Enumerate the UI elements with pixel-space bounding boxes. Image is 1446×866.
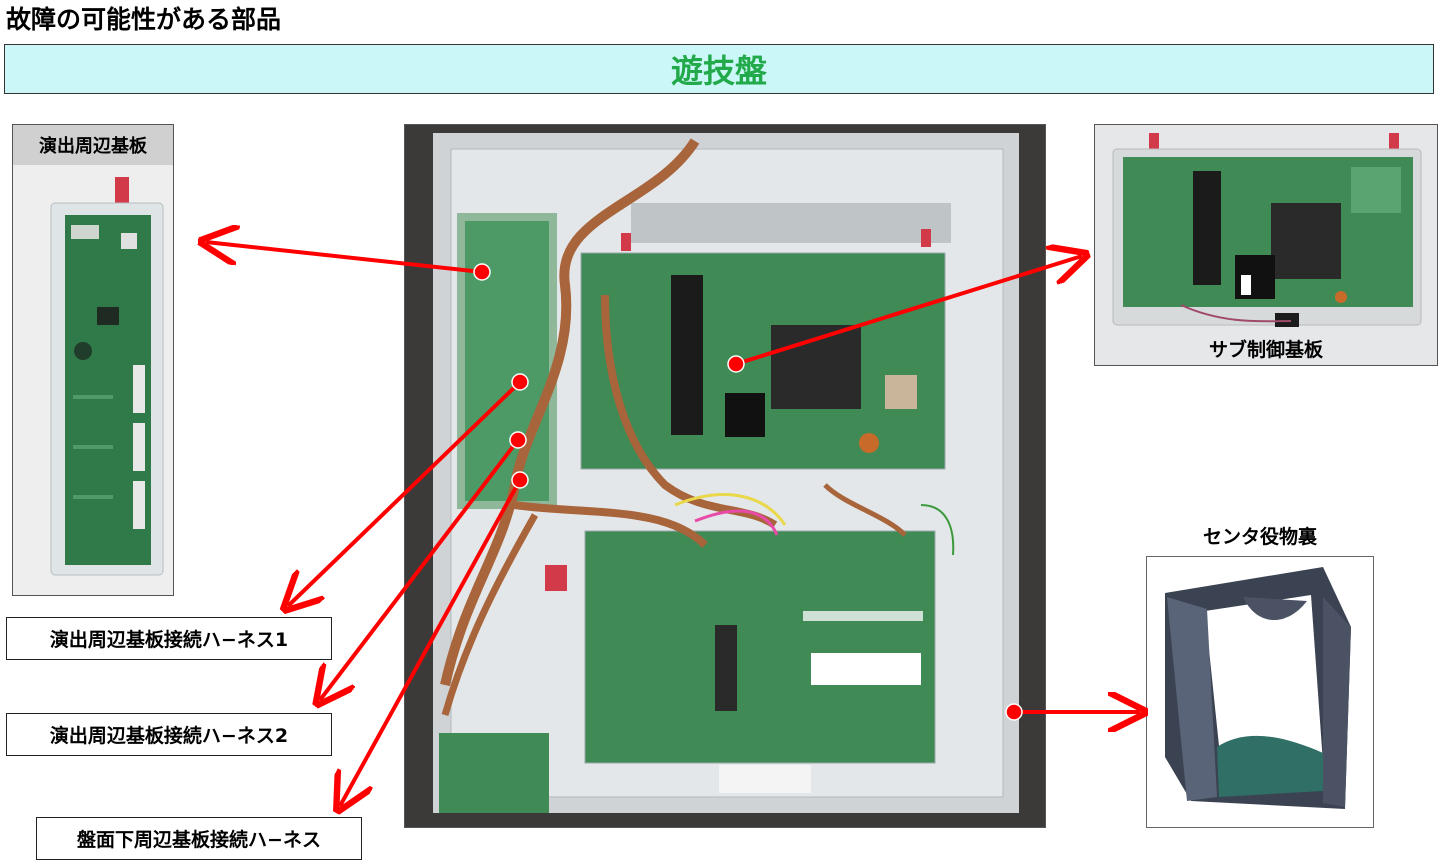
sub-board-illustration [1095, 125, 1437, 365]
left-board-illustration [13, 165, 173, 595]
left-board-photo: 演出周辺基板 [12, 124, 174, 596]
harness-label-3: 盤面下周辺基板接続ハ−ネス [36, 817, 362, 860]
center-back-illustration [1147, 557, 1373, 827]
main-board-photo [404, 124, 1046, 828]
sub-board-photo: サブ制御基板 [1094, 124, 1438, 366]
harness-label-2: 演出周辺基板接続ハ−ネス2 [6, 713, 332, 756]
main-board-illustration [405, 125, 1045, 827]
section-banner: 遊技盤 [4, 44, 1434, 94]
center-back-caption: センタ役物裏 [1202, 526, 1317, 548]
harness-label-1: 演出周辺基板接続ハ−ネス1 [6, 617, 332, 660]
center-back-photo [1146, 556, 1374, 828]
left-board-caption: 演出周辺基板 [13, 125, 173, 166]
sub-board-caption: サブ制御基板 [1208, 339, 1323, 361]
banner-title: 遊技盤 [670, 52, 767, 90]
page-title: 故障の可能性がある部品 [6, 5, 282, 34]
